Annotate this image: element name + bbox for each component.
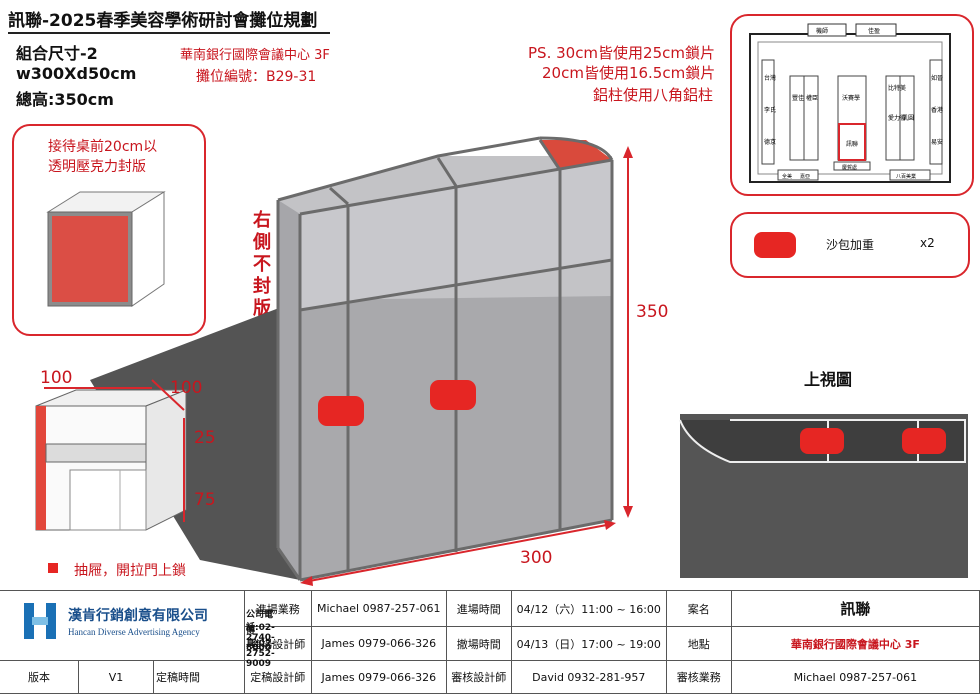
floor-label-16: 全美 (782, 173, 792, 180)
floor-label-12: 如晉 (931, 74, 943, 82)
top-view-label: 上視圖 (804, 370, 853, 389)
floor-label-3: 李氏 (764, 106, 776, 114)
floor-label-10: 愛力得 (888, 114, 906, 122)
sandbag-swatch (754, 232, 796, 258)
floor-label-11: 凱圓 (902, 114, 914, 122)
sandbag-2 (430, 380, 476, 410)
company-logo (24, 602, 56, 639)
booth-illustration (35, 136, 968, 586)
company-name-en: Hancan Diverse Advertising Agency (68, 626, 200, 637)
note-line-3: 鋁柱使用八角鋁柱 (593, 86, 714, 104)
note-line-1: PS. 30cm皆使用25cm鎖片 (528, 44, 715, 62)
floor-label-0: 機師 (816, 27, 828, 35)
cell-value: 04/13（日）17:00 ~ 19:00 (510, 626, 667, 661)
drawer-note: 抽屜，開拉門上鎖 (74, 563, 186, 579)
cell-label: 進場設計師 (243, 626, 312, 661)
floor-label-9: 比特美 (888, 84, 906, 92)
floor-label-13: 香港 (931, 106, 943, 114)
floor-label-17: 嘉亞 (800, 173, 810, 180)
floor-label-18: 八百美業 (896, 173, 916, 180)
topview-sandbag-1 (800, 428, 844, 454)
title-block: 漢肯行銷創意有限公司 Hancan Diverse Advertising Ag… (0, 590, 980, 694)
cell-value: James 0979-066-326 (310, 626, 447, 661)
company-name-cn: 漢肯行銷創意有限公司 (68, 607, 208, 624)
cell-label: 案名 (665, 590, 732, 627)
title-underline (8, 32, 330, 34)
floor-label-7: 沃賽學 (842, 94, 860, 102)
company-fax: 傳真:02-2752-9009 (246, 625, 275, 669)
cell-value: Michael 0987-257-061 (310, 590, 447, 627)
location-value: 華南銀行國際會議中心 3F (730, 626, 980, 661)
sandbag-label: 沙包加重 (826, 238, 875, 252)
desk-acrylic-callout: 接待桌前20cm以 透明壓克力封版 (12, 124, 206, 336)
width-dimension: 300 (520, 548, 553, 568)
cell-label: 進場時間 (445, 590, 512, 627)
cell-label: 定稿設計師 (243, 660, 312, 694)
spec-dimension-label: w300Xd50cm (16, 64, 137, 83)
floor-label-8: 訊聯 (846, 140, 858, 148)
floor-label-5: 豐佳 (792, 94, 804, 102)
sandbag-qty: x2 (920, 236, 935, 250)
sandbag-1 (318, 396, 364, 426)
floor-label-15: 慶賀處 (842, 164, 857, 171)
floor-label-14: 易安 (931, 138, 943, 146)
cell-label: 地點 (665, 626, 732, 661)
acrylic-desk-illustration (46, 191, 166, 307)
cell-value: James 0979-066-326 (310, 660, 447, 694)
cell-label: 版本 (0, 660, 79, 694)
spec-size-label: 組合尺寸-2 (16, 44, 98, 63)
height-dimension: 350 (636, 302, 669, 322)
note-line-2: 20cm皆使用16.5cm鎖片 (542, 64, 716, 82)
floor-label-4: 德京 (764, 138, 776, 146)
sandbag-legend: 沙包加重 x2 (730, 212, 970, 278)
floorplan-panel: 機師 佳盈 台灣 李氏 德京 豐佳 權臣 沃賽學 訊聯 比特美 愛力得 凱圓 如… (730, 14, 974, 196)
floor-label-6: 權臣 (806, 94, 818, 102)
floor-label-1: 佳盈 (868, 27, 880, 35)
cell-value: David 0932-281-957 (510, 660, 667, 694)
cell-label: 定稿時間 (153, 660, 245, 694)
cell-value: 04/12（六）11:00 ~ 16:00 (510, 590, 667, 627)
cell-label: 審核業務 (665, 660, 732, 694)
callout-line-2: 透明壓克力封版 (48, 159, 146, 175)
spec-height-label: 總高:350cm (16, 90, 114, 109)
callout-line-1: 接待桌前20cm以 (48, 139, 158, 155)
desk-bottom-dimension: 75 (194, 490, 216, 510)
cell-value: Michael 0987-257-061 (730, 660, 980, 694)
floor-label-2: 台灣 (764, 74, 776, 82)
right-side-note: 右側不封版 (253, 210, 271, 319)
cell-label: 撤場時間 (445, 626, 512, 661)
desk-top-dimension: 25 (194, 428, 216, 448)
project-name: 訊聯 (730, 590, 980, 627)
drawer-note-swatch (48, 563, 58, 573)
company-cell: 漢肯行銷創意有限公司 Hancan Diverse Advertising Ag… (0, 590, 275, 669)
topview-sandbag-2 (902, 428, 946, 454)
desk-width-dimension: 100 (40, 368, 73, 388)
cell-label: 審核設計師 (445, 660, 512, 694)
booth-number: 攤位編號：B29-31 (196, 69, 317, 85)
venue-label: 華南銀行國際會議中心 3F (180, 48, 330, 63)
page-title: 訊聯-2025春季美容學術研討會攤位規劃 (8, 11, 318, 31)
company-phone: 公司電話:02-2740-8000 (246, 609, 275, 653)
version-value: V1 (78, 660, 154, 694)
cell-label: 進場業務 (243, 590, 312, 627)
floorplan-map: 機師 佳盈 台灣 李氏 德京 豐佳 權臣 沃賽學 訊聯 比特美 愛力得 凱圓 如… (749, 23, 951, 183)
desk-depth-dimension: 100 (170, 378, 203, 398)
